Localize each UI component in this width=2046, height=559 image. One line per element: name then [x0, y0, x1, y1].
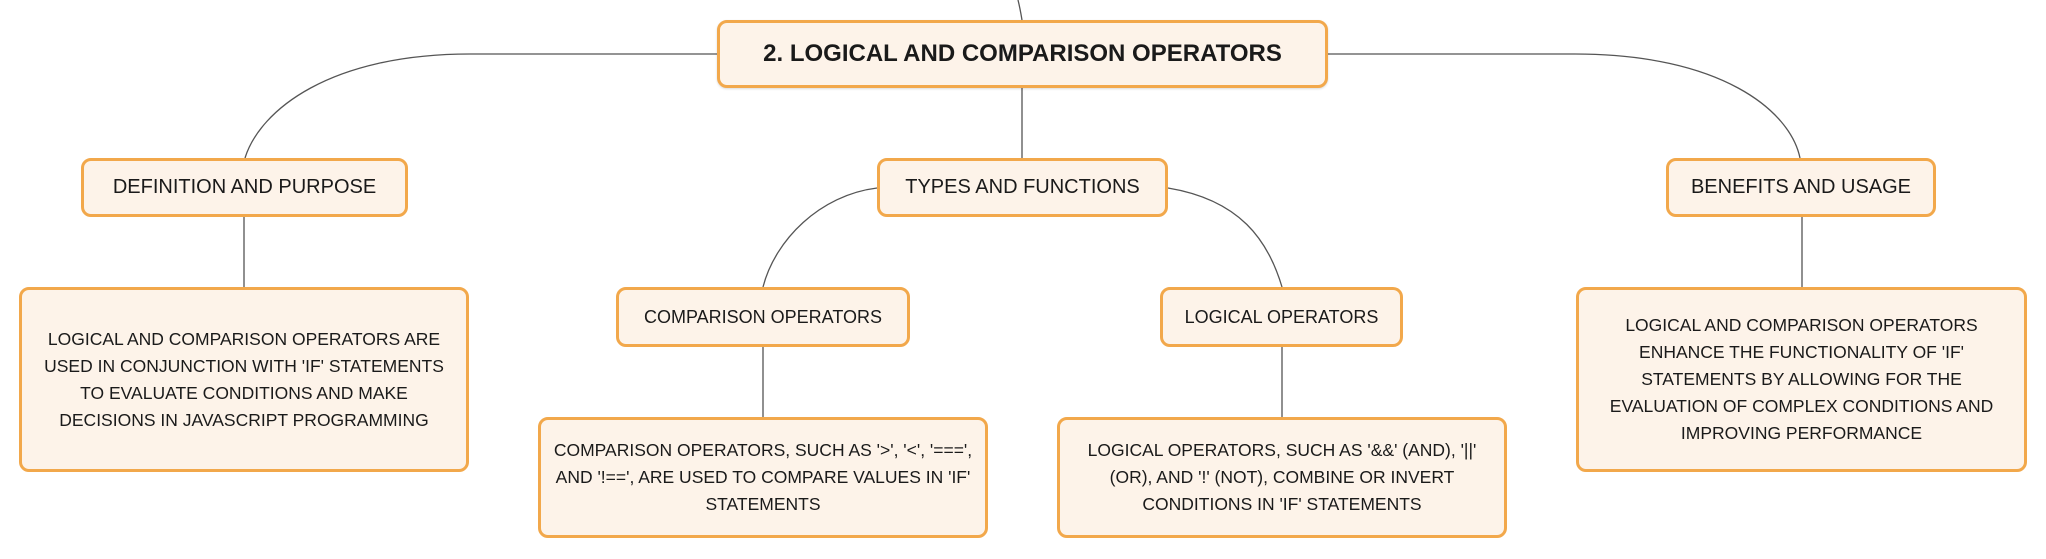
- connector-types-comparison: [762, 187, 878, 288]
- comparison-detail-node[interactable]: COMPARISON OPERATORS, SUCH AS '>', '<', …: [538, 417, 988, 538]
- connector-types-logical: [1167, 187, 1283, 288]
- branch-benefits-node[interactable]: BENEFITS AND USAGE: [1666, 158, 1936, 217]
- root-topic-label: 2. LOGICAL AND COMPARISON OPERATORS: [763, 40, 1282, 67]
- definition-detail-node[interactable]: LOGICAL AND COMPARISON OPERATORS ARE USE…: [19, 287, 469, 472]
- comparison-operators-node[interactable]: COMPARISON OPERATORS: [616, 287, 910, 347]
- branch-definition-label: DEFINITION AND PURPOSE: [112, 176, 377, 198]
- branch-benefits-label: BENEFITS AND USAGE: [1690, 176, 1912, 198]
- comparison-operators-label: COMPARISON OPERATORS: [643, 306, 883, 327]
- root-topic-node[interactable]: 2. LOGICAL AND COMPARISON OPERATORS: [717, 20, 1328, 88]
- connector-parent-root: [1017, 0, 1023, 21]
- benefits-detail-node[interactable]: LOGICAL AND COMPARISON OPERATORS ENHANCE…: [1576, 287, 2027, 472]
- branch-definition-node[interactable]: DEFINITION AND PURPOSE: [81, 158, 408, 217]
- logical-operators-label: LOGICAL OPERATORS: [1184, 306, 1379, 327]
- connector-root-benefits: [1328, 53, 1801, 159]
- logical-detail-text: LOGICAL OPERATORS, SUCH AS '&&' (AND), '…: [1087, 440, 1477, 514]
- comparison-detail-text: COMPARISON OPERATORS, SUCH AS '>', '<', …: [553, 440, 973, 514]
- definition-detail-text: LOGICAL AND COMPARISON OPERATORS ARE USE…: [44, 328, 444, 430]
- logical-detail-node[interactable]: LOGICAL OPERATORS, SUCH AS '&&' (AND), '…: [1057, 417, 1507, 538]
- branch-types-label: TYPES AND FUNCTIONS: [905, 176, 1140, 198]
- benefits-detail-text: LOGICAL AND COMPARISON OPERATORS ENHANCE…: [1609, 315, 1994, 443]
- branch-types-node[interactable]: TYPES AND FUNCTIONS: [877, 158, 1168, 217]
- logical-operators-node[interactable]: LOGICAL OPERATORS: [1160, 287, 1403, 347]
- connector-root-definition: [244, 53, 717, 159]
